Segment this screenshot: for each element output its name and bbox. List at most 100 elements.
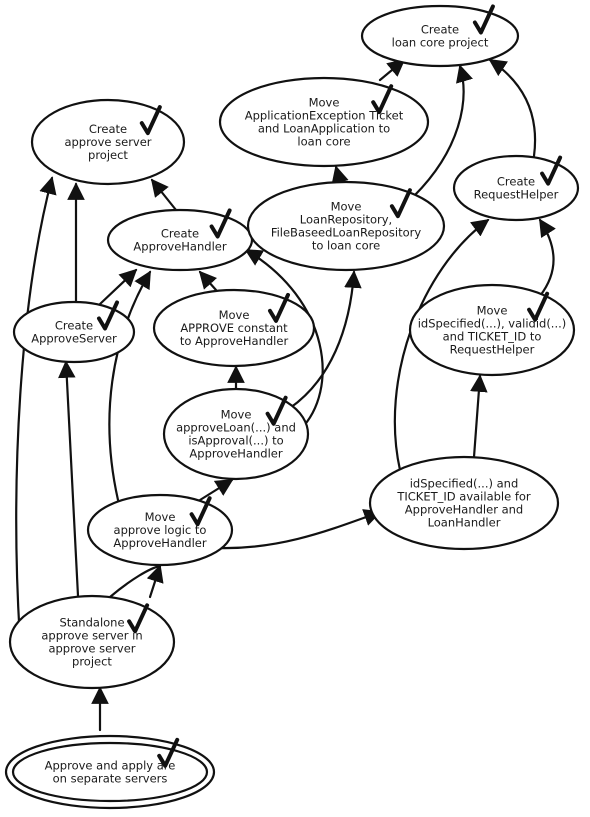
node-label-line: ApproveServer <box>31 332 117 346</box>
node-move-repo: MoveLoanRepository,FileBaseedLoanReposit… <box>246 180 446 272</box>
checkmark-icon <box>265 395 288 426</box>
arrow-constant-to-handler <box>198 270 218 292</box>
node-label-line: ApproveHandler and <box>405 503 523 517</box>
checkmark-icon <box>157 737 180 768</box>
node-label-line: project <box>88 148 128 162</box>
checkmark-icon <box>127 603 150 634</box>
node-label-line: to ApproveHandler <box>180 334 289 348</box>
checkmark-icon <box>189 496 212 527</box>
node-label-line: loan core <box>297 135 350 149</box>
node-label-line: Create <box>89 122 127 136</box>
node-ellipse <box>408 283 576 377</box>
node-label-line: idSpecified(...), validid(...) <box>418 317 567 331</box>
node-label-line: Create <box>161 227 199 241</box>
node-label-line: to loan core <box>312 239 380 253</box>
arrow-move-logic-to-handler <box>108 270 152 502</box>
arrow-standalone-to-project <box>15 176 57 642</box>
arrow-idavailable-to-idspecified <box>470 374 488 459</box>
node-label-line: approve server <box>64 135 151 149</box>
node-label-line: Standalone <box>59 616 124 630</box>
node-label-line: FileBaseedLoanRepository <box>271 226 422 240</box>
node-ellipse <box>12 300 136 364</box>
checkmark-icon <box>389 188 412 219</box>
node-ellipse <box>86 493 234 567</box>
node-label-line: Move <box>221 408 252 422</box>
node-label-line: Create <box>55 319 93 333</box>
node-label-line: and LoanApplication to <box>258 122 390 136</box>
node-label-line: Move <box>145 510 176 524</box>
arrow-repo-to-loancore <box>412 64 473 198</box>
node-ellipse <box>8 594 176 690</box>
node-ellipse <box>152 288 316 368</box>
node-label-line: isApproval(...) to <box>188 434 283 448</box>
node-label-line: Create <box>497 175 535 189</box>
checkmark-icon <box>139 105 162 136</box>
checkmark-icon <box>472 4 495 35</box>
node-ellipse <box>30 98 186 186</box>
node-label-line: TICKET_ID available for <box>396 490 531 504</box>
node-label-line: ApproveHandler <box>133 240 226 254</box>
arrow-requesthelper-to-loancore <box>488 58 537 158</box>
arrow-standalone-to-move-logic-up <box>146 564 164 599</box>
node-label-line: ApproveHandler <box>113 536 206 550</box>
arrow-move-logic-to-approveloan <box>198 478 234 502</box>
arrow-move-logic-to-idavailable <box>214 509 382 550</box>
node-label-line: loan core project <box>392 36 489 50</box>
node-label-line: project <box>72 655 112 669</box>
arrow-idspecified-to-requesthelper <box>538 218 556 298</box>
node-ellipse <box>218 76 430 168</box>
checkmark-icon <box>97 300 119 331</box>
node-ellipse <box>360 4 520 68</box>
node-label-line: Approve and apply are <box>45 759 176 773</box>
checkmark-icon <box>268 292 290 323</box>
arrow-server-to-handler <box>98 268 138 306</box>
checkmark-icon <box>371 84 394 115</box>
arrow-approveloan-to-repo <box>288 270 362 410</box>
node-label-line: approveLoan(...) and <box>176 421 296 435</box>
node-label-line: APPROVE constant <box>180 321 288 335</box>
node-label-line: Move <box>477 304 508 318</box>
node-ellipse <box>246 180 446 272</box>
node-label-line: approve server <box>48 642 135 656</box>
node-label-line: ApproveHandler <box>189 447 282 461</box>
checkmark-icon <box>209 208 232 239</box>
node-label-line: LoanRepository, <box>300 213 392 227</box>
arrow-exception-to-loancore <box>378 58 406 82</box>
arrow-standalone-to-server <box>58 360 80 598</box>
node-ellipse <box>162 387 310 481</box>
arrow-repo-to-exception <box>331 165 349 185</box>
node-ellipse <box>452 154 580 222</box>
arrow-approveloan-to-handler-right <box>244 248 324 432</box>
node-label-line: Create <box>421 23 459 37</box>
node-label-line: RequestHelper <box>450 343 535 357</box>
node-label-line: Move <box>309 96 340 110</box>
node-label-line: approve logic to <box>114 523 207 537</box>
node-label-line: and TICKET_ID to <box>443 330 542 344</box>
node-label-line: RequestHelper <box>474 188 559 202</box>
node-ellipse <box>368 455 560 551</box>
node-label-line: LoanHandler <box>428 516 501 530</box>
node-label-line: on separate servers <box>53 772 168 786</box>
node-label-line: ApplicationException Ticket <box>245 109 404 123</box>
checkmark-icon <box>527 291 550 322</box>
checkmark-icon <box>540 155 563 186</box>
arrow-handler-to-project <box>150 178 178 212</box>
node-label-line: Move <box>331 200 362 214</box>
node-label-line: Move <box>219 308 250 322</box>
node-label-line: approve server in <box>41 629 142 643</box>
